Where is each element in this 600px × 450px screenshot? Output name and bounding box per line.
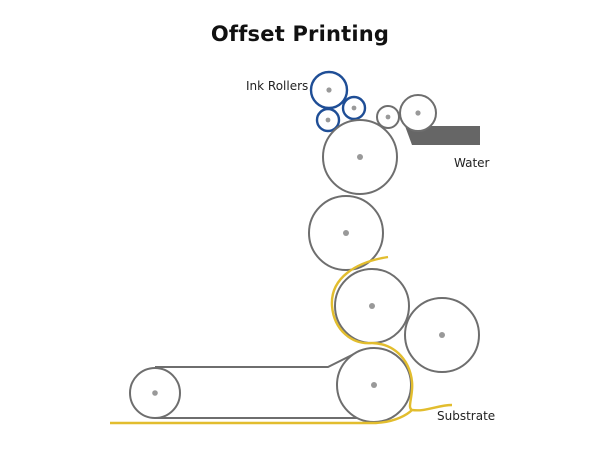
water-roller-small-axle [385,114,391,120]
blanket-cylinder-axle [343,230,349,236]
delivery-cylinder-axle [371,382,377,388]
ink-roller-left-axle [325,117,331,123]
water-roller-large-axle [415,110,421,116]
belt-pulley-axle [152,390,158,396]
substrate-path-bottom [110,409,413,425]
substrate-label: Substrate [437,409,496,423]
ink-roller-right-axle [351,105,357,111]
substrate-path-upper [330,255,389,345]
ink-roller-top-axle [326,87,332,93]
plate-cylinder-axle [357,154,363,160]
conveyor-belt-top [155,353,355,368]
side-cylinder-axle [439,332,445,338]
substrate-path-lower [371,341,453,412]
water-label: Water [454,156,490,170]
impression-cylinder-axle [369,303,375,309]
ink-rollers-label: Ink Rollers [246,79,309,93]
diagram-title: Offset Printing [210,22,390,46]
